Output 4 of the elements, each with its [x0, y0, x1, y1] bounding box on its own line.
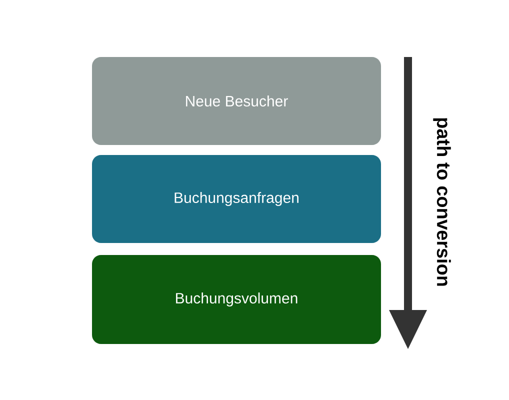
axis-label: path to conversion	[433, 118, 451, 286]
stage-box: Buchungsanfragen	[92, 155, 381, 243]
stage-box: Buchungsvolumen	[92, 255, 381, 344]
stage-box: Neue Besucher	[92, 57, 381, 145]
